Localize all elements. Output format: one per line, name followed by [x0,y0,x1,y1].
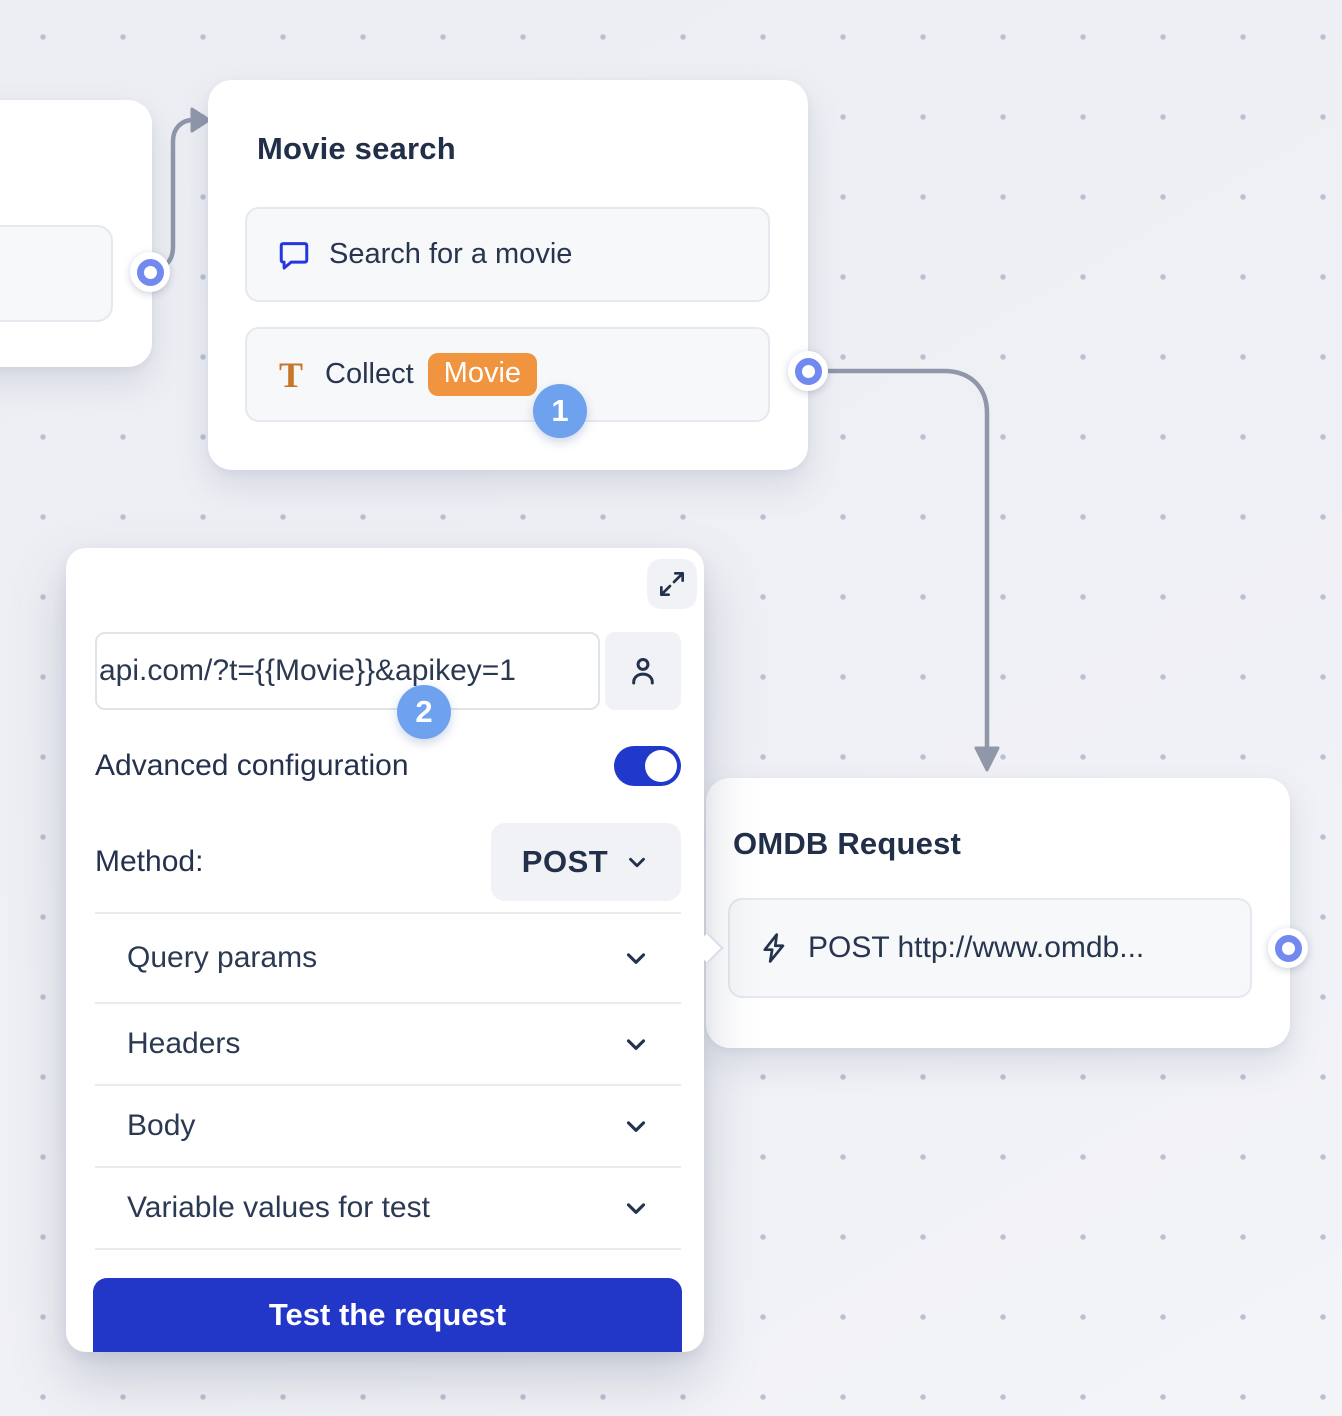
url-input-value: api.com/?t={{Movie}}&apikey=1 [99,654,516,687]
expand-button[interactable] [647,559,697,609]
step-badge-2: 2 [397,685,451,739]
accordion-section-label: Query params [127,941,318,974]
accordion-section-query-params[interactable]: Query params [95,912,681,1002]
node-item-collect-variable[interactable]: T Collect Movie [245,327,770,422]
chevron-down-icon [621,943,651,973]
chevron-down-icon [624,849,650,875]
url-input[interactable]: api.com/?t={{Movie}}&apikey=1 [95,632,600,710]
output-port-omdb[interactable] [1268,928,1308,968]
accordion-section-headers[interactable]: Headers [95,1002,681,1084]
advanced-configuration-label: Advanced configuration [95,749,409,782]
method-row: Method: POST [95,822,681,902]
output-port-movie-search[interactable] [788,351,828,391]
chevron-down-icon [621,1029,651,1059]
variable-badge: Movie [427,353,538,396]
node-item-label: POST http://www.omdb... [808,931,1145,964]
arrowhead-into-movie-search [190,107,211,133]
lightning-icon [758,931,792,965]
method-label: Method: [95,845,204,878]
node-card-movie-search[interactable]: Movie search Search for a movie T Collec… [208,80,828,470]
method-dropdown[interactable]: POST [491,823,681,901]
port-ring [136,258,164,286]
accordion-section-label: Variable values for test [127,1191,430,1224]
node-card-omdb-request[interactable]: OMDB Request POST http://www.omdb... [706,778,1308,1048]
accordion-section-body[interactable]: Body [95,1084,681,1166]
accordion-section-variable-values[interactable]: Variable values for test [95,1166,681,1248]
node-title: OMDB Request [733,826,962,861]
node-item-question-text[interactable]: Search for a movie [245,207,770,302]
arrowhead-into-omdb [974,746,1000,772]
person-icon [625,653,661,689]
chat-bubble-icon [277,238,311,272]
expand-icon [656,568,688,600]
connector-partial-to-movie-search [152,117,198,273]
accordion-section-label: Headers [127,1027,241,1060]
connector-movie-search-to-omdb [809,368,990,752]
node-item-label: Search for a movie [329,238,573,270]
port-ring [794,357,822,385]
port-ring [1274,934,1302,962]
step-badge-1: 1 [533,384,587,438]
webhook-config-panel: api.com/?t={{Movie}}&apikey=1 2 Advanced… [66,548,704,1352]
toggle-knob [645,750,677,782]
node-item-label: Collect [325,358,414,390]
chevron-down-icon [621,1193,651,1223]
method-selected-value: POST [521,844,609,879]
variable-insert-button[interactable] [605,632,681,710]
advanced-configuration-row: Advanced configuration [95,746,681,786]
divider [95,1248,681,1250]
chevron-down-icon [621,1111,651,1141]
test-request-button[interactable]: Test the request [93,1278,682,1352]
text-variable-icon: T [279,354,304,395]
node-title: Movie search [257,131,456,166]
output-port-partial[interactable] [130,252,170,292]
node-item-webhook-request[interactable]: POST http://www.omdb... [728,898,1252,998]
node-card-partial[interactable] [0,100,170,367]
node-item-partial[interactable] [0,225,113,322]
accordion-section-label: Body [127,1109,196,1142]
advanced-configuration-toggle[interactable] [614,746,681,786]
